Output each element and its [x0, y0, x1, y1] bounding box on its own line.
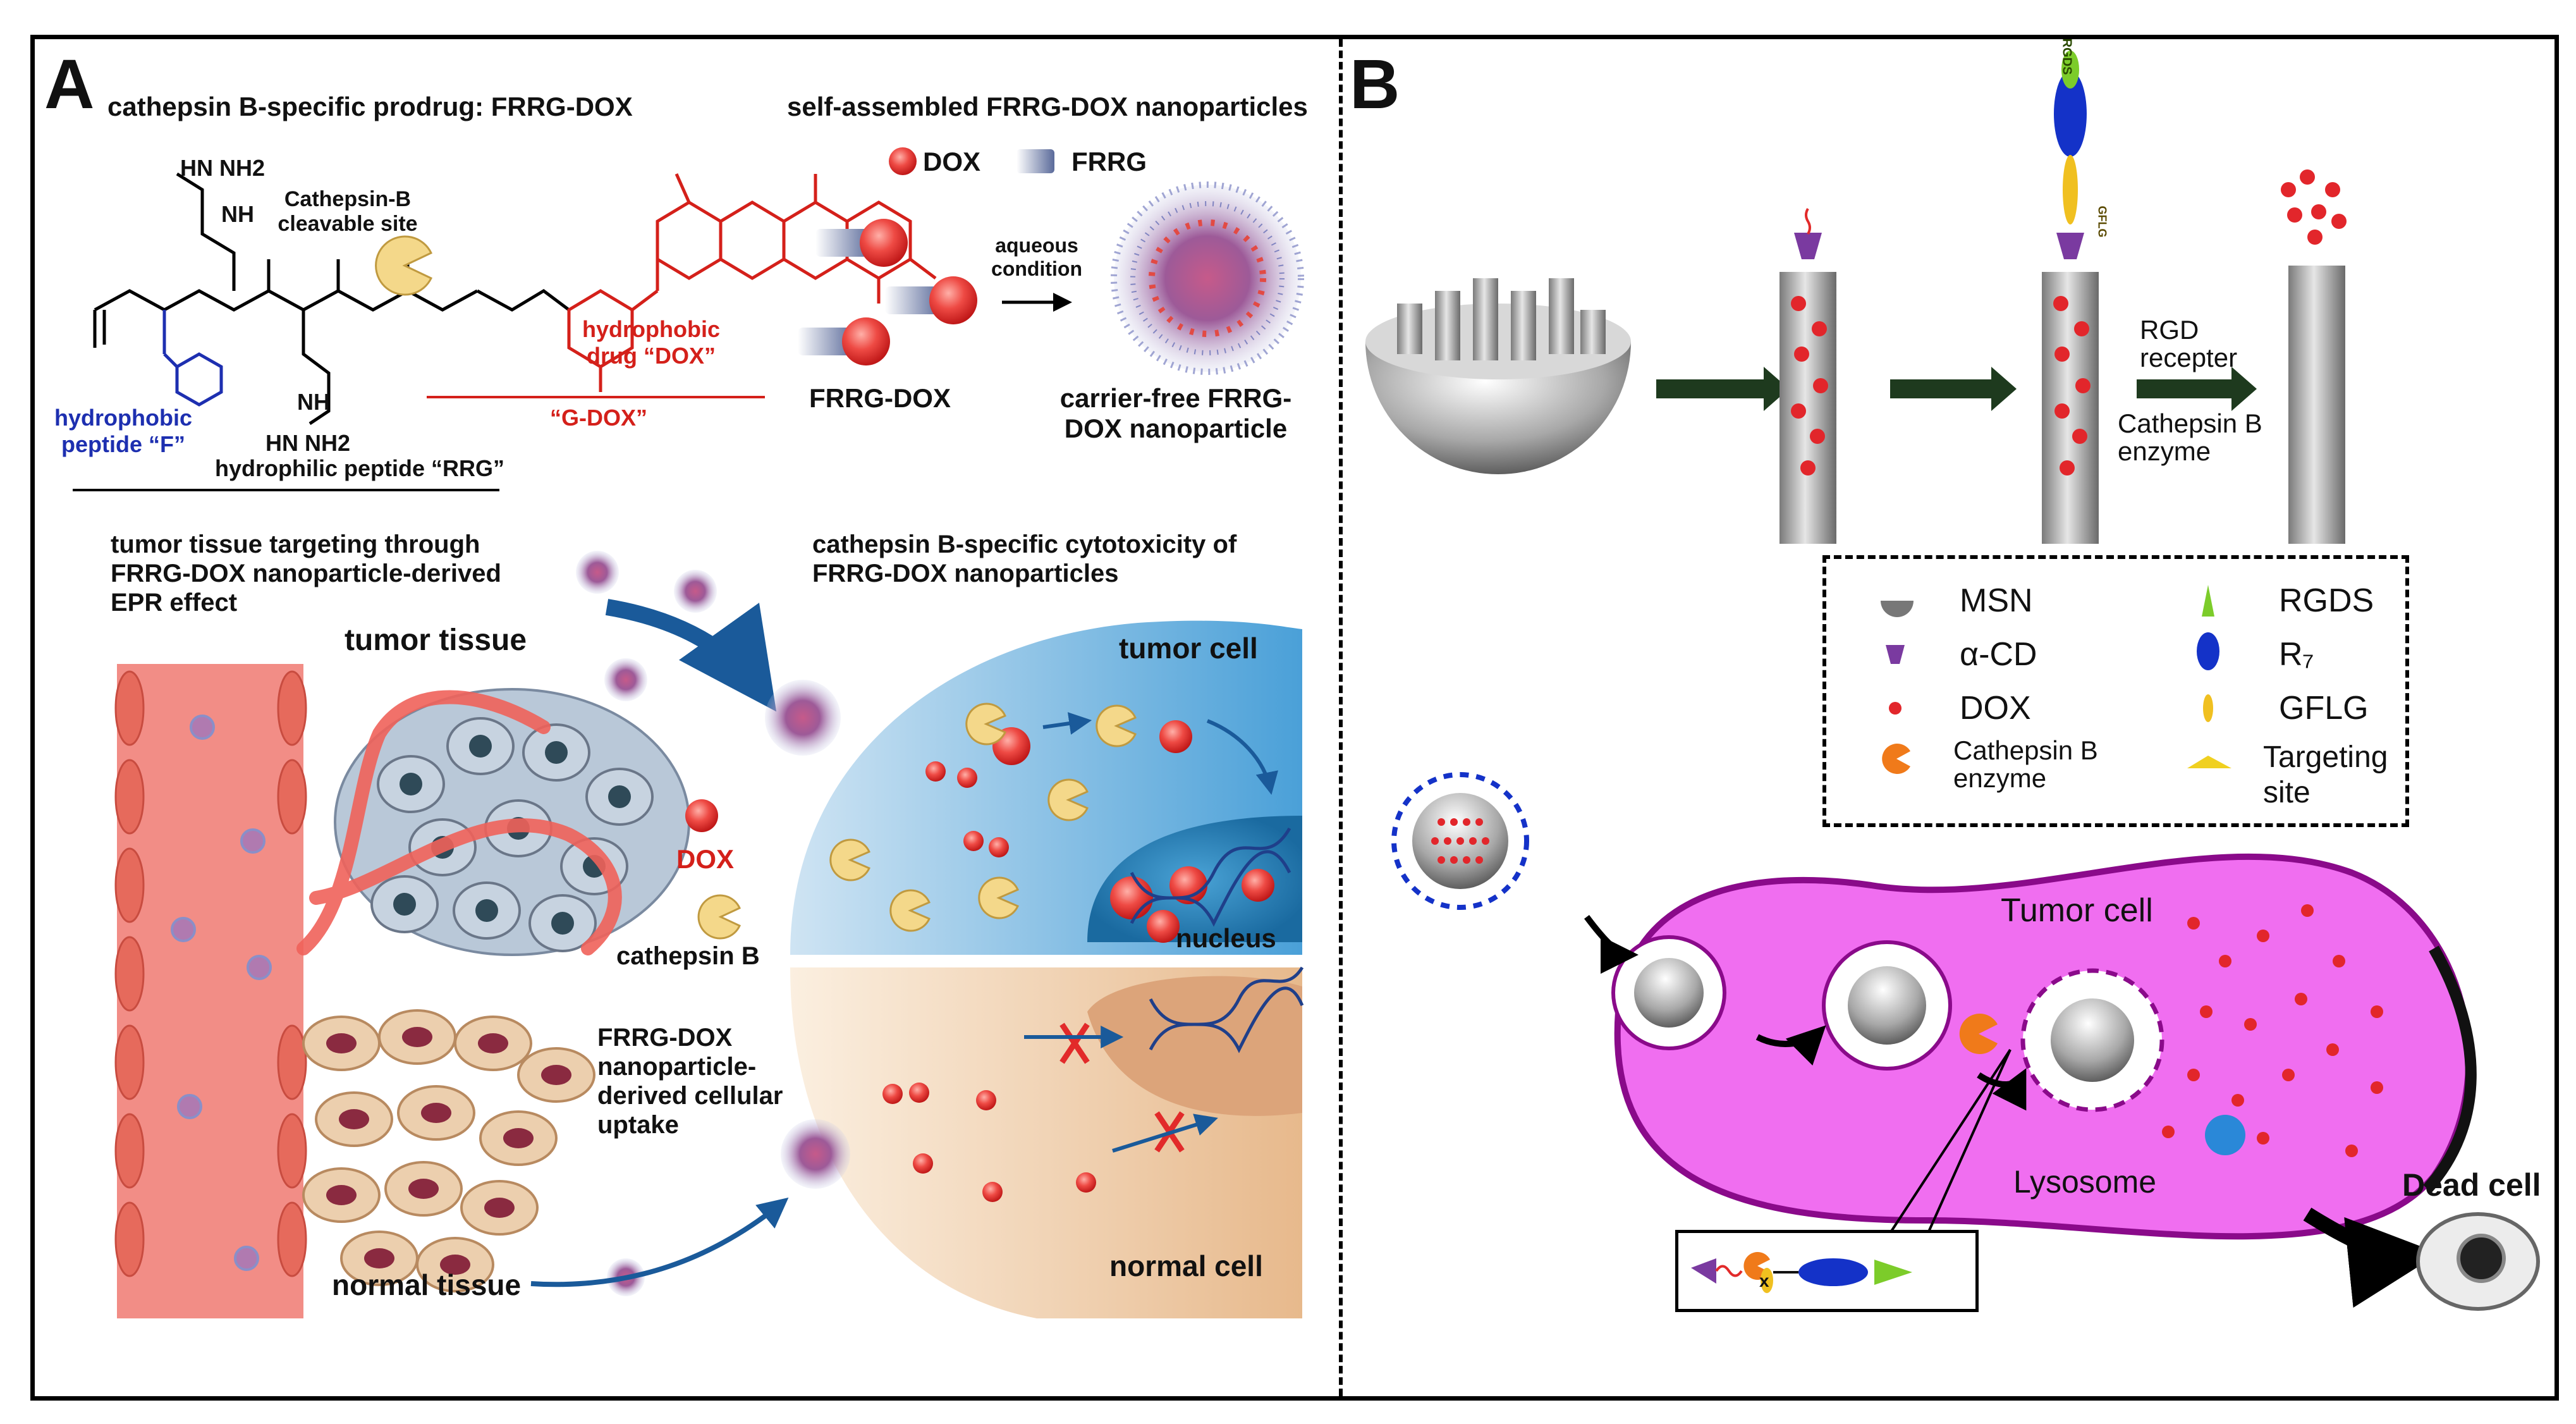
r7-icon — [2197, 632, 2219, 670]
legend-gflg: GFLG — [2279, 690, 2369, 727]
nh-top-label: NH — [221, 201, 254, 227]
cellular-uptake-label: FRRG-DOX nanoparticle-derived cellular u… — [597, 1024, 783, 1139]
frrg-dox-molecules — [798, 219, 977, 365]
msn-hemisphere — [1365, 278, 1631, 474]
msn-icon — [1881, 601, 1914, 617]
lysosome-blob — [2205, 1115, 2245, 1155]
cathepsin-enzyme-label: Cathepsin B enzyme — [2118, 408, 2262, 466]
epr-arrow — [605, 599, 777, 712]
msn-pores — [1779, 266, 2345, 544]
cathepsin-enzyme-orange — [1959, 1014, 1998, 1054]
dna-helices — [1130, 827, 1304, 1053]
legend-targeting-site: Targeting site — [2263, 740, 2388, 809]
frrg-dox-label: FRRG-DOX — [809, 383, 951, 413]
dead-cell-icon — [2416, 1212, 2540, 1311]
rgds-icon — [2202, 585, 2214, 617]
nh-bottom-label: NH — [297, 389, 330, 415]
tumor-cell-b-label: Tumor cell — [2001, 892, 2153, 929]
process-arrows — [1656, 367, 2257, 411]
hydrophobic-peptide-label: hydrophobic peptide “F” — [54, 405, 192, 457]
normal-cell-label: normal cell — [1109, 1249, 1263, 1282]
membrane-shadow — [2423, 945, 2477, 1193]
aqueous-condition-label: aqueous condition — [991, 234, 1082, 280]
vessel-wall-cells — [114, 670, 307, 1277]
legend-frrg-label: FRRG — [1071, 147, 1147, 176]
uptake-arrow — [530, 1197, 789, 1287]
legend-rgds: RGDS — [2279, 582, 2374, 619]
blood-vessel — [117, 664, 303, 1318]
targeted-msn-particle — [1391, 772, 1529, 910]
rgd-receptor-label: RGD recepter — [2140, 315, 2238, 372]
dox-tissue-label: DOX — [676, 844, 735, 874]
linker-detail-art: x — [1691, 1252, 1912, 1293]
dox-dot-icon — [1889, 702, 1901, 715]
normal-nucleus — [1087, 976, 1302, 1116]
cell-arrows — [1584, 914, 2027, 1111]
figure-frame — [30, 35, 2559, 1401]
dead-cell-label: Dead cell — [2402, 1167, 2541, 1203]
targeting-title: tumor tissue targeting through FRRG-DOX … — [111, 531, 501, 617]
cathepsin-enzyme-icon — [1882, 744, 1910, 774]
loaded-dox — [1791, 169, 2347, 476]
cleavable-site-label: Cathepsin-B cleavable site — [278, 187, 418, 236]
panel-b-letter: B — [1350, 46, 1400, 123]
legend-cathepsin: Cathepsin B enzyme — [1953, 735, 2098, 793]
targeting-site-icon — [2187, 756, 2231, 768]
legend-r7: R₇ — [2279, 636, 2314, 673]
cell-entry-np-normal — [781, 1119, 850, 1189]
hydrophilic-peptide-label: hydrophilic peptide “RRG” — [215, 455, 505, 481]
lysosome-label: Lysosome — [2013, 1164, 2157, 1200]
nh2-bottom-label: HN NH2 — [266, 430, 351, 456]
panel-divider — [1339, 39, 1343, 1396]
normal-nuclei — [326, 1027, 571, 1275]
floating-nanoparticles — [576, 551, 717, 1296]
linker-squiggle — [1805, 207, 1811, 235]
legend-alpha-cd: α-CD — [1960, 636, 2037, 673]
frrg-legend-bar — [1016, 149, 1054, 173]
vessel-nanoparticles — [171, 715, 272, 1271]
alpha-cd-caps — [1794, 233, 2084, 259]
endosomes — [1611, 935, 2164, 1112]
cathepsin-b-icon — [697, 894, 741, 940]
cytotoxicity-title: cathepsin B-specific cytotoxicity of FRR… — [812, 531, 1237, 587]
panel-a-letter: A — [44, 46, 95, 123]
cathepsin-b-label: cathepsin B — [616, 942, 760, 970]
intracellular-cathepsin — [829, 703, 1137, 932]
alpha-cd-icon — [1886, 645, 1905, 664]
gflg-icon — [2203, 694, 2213, 722]
tumor-angiogenic-vessels — [296, 690, 622, 955]
callout-lines — [1889, 1048, 2011, 1234]
normal-tissue-label: normal tissue — [332, 1268, 522, 1301]
rod-label-rgds: RGDS — [2060, 38, 2074, 75]
rod-label-gflg: GFLG — [2096, 206, 2109, 238]
dox-sphere-icon — [685, 799, 718, 832]
dox-legend-sphere — [889, 147, 917, 175]
nh2-top-label: HN NH2 — [180, 155, 266, 181]
dead-cell-arrow — [2303, 1207, 2439, 1308]
tumor-cell-label: tumor cell — [1119, 632, 1258, 665]
r7-rgds-stack — [2054, 51, 2087, 224]
legend-dox-label: DOX — [923, 147, 981, 176]
legend-icons — [1881, 585, 2231, 774]
prodrug-title: cathepsin B-specific prodrug: FRRG-DOX — [107, 92, 633, 121]
g-dox-label: “G-DOX” — [550, 405, 648, 431]
legend-msn: MSN — [1960, 582, 2033, 619]
selfassembled-title: self-assembled FRRG-DOX nanoparticles — [787, 92, 1308, 121]
svg-text:x: x — [1759, 1271, 1769, 1291]
released-dox — [2162, 904, 2383, 1157]
cathepsin-pacman-icon — [375, 235, 433, 296]
tumor-tissue-label: tumor tissue — [345, 623, 527, 657]
linker-detail-inset: x — [1675, 1230, 1979, 1312]
legend-box — [1822, 555, 2409, 827]
intracellular-arrows — [1024, 712, 1278, 1153]
carrier-free-nanoparticle — [1111, 181, 1304, 375]
hydrophobic-drug-label: hydrophobic drug “DOX” — [582, 316, 720, 369]
tumor-cells — [370, 717, 654, 952]
legend-dox: DOX — [1960, 690, 2031, 727]
carrier-free-label: carrier-free FRRG-DOX nanoparticle — [1059, 383, 1292, 443]
cell-entry-np — [765, 680, 841, 756]
nucleus-label: nucleus — [1176, 923, 1276, 953]
